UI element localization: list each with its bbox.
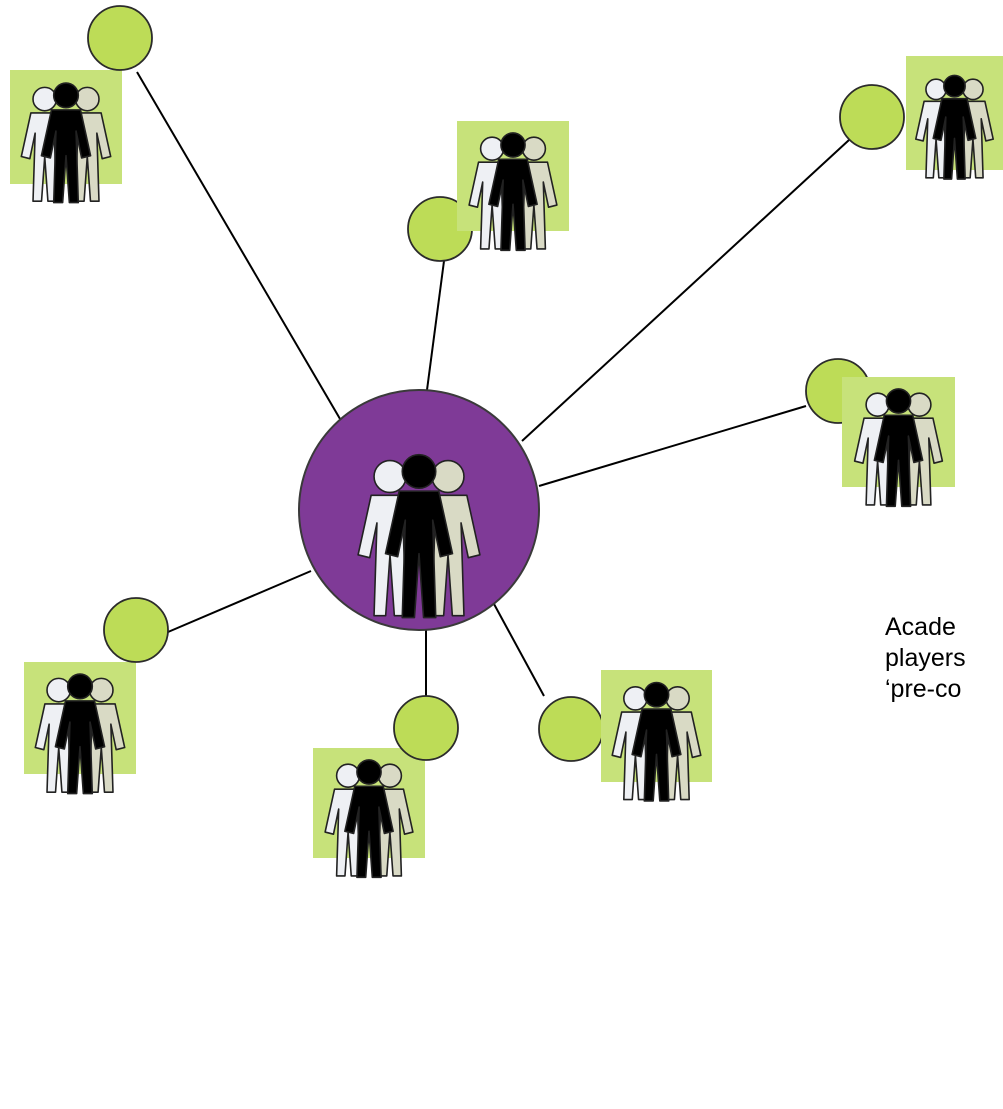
- node-top-center: [407, 121, 569, 262]
- person-figure: [488, 132, 538, 252]
- node-top-left: [10, 5, 153, 204]
- node-circle: [393, 695, 459, 761]
- connector-line: [493, 603, 545, 697]
- connector-line: [167, 570, 312, 633]
- person-figure: [54, 673, 106, 795]
- spoke-nodes: [10, 5, 1003, 879]
- person-figure: [40, 82, 92, 204]
- connector-line: [538, 405, 807, 487]
- people-group-icon: [20, 82, 112, 204]
- person-figure: [344, 759, 394, 879]
- connector-line: [521, 139, 850, 442]
- people-group-icon: [468, 132, 558, 252]
- person-figure: [932, 74, 977, 180]
- people-group-icon: [34, 673, 126, 795]
- people-group-icon: [357, 453, 481, 619]
- people-group-icon: [324, 759, 414, 879]
- person-figure: [384, 453, 454, 619]
- person-figure: [873, 388, 924, 508]
- node-bottom-right: [538, 670, 712, 802]
- connector-lines: [136, 71, 850, 698]
- node-circle: [538, 696, 604, 762]
- people-group-icon: [853, 388, 944, 508]
- caption-line-1: Acade: [885, 613, 956, 641]
- node-circle: [839, 84, 905, 150]
- node-top-right: [839, 56, 1003, 180]
- connector-line: [426, 260, 445, 391]
- caption-line-2: players: [885, 644, 966, 672]
- caption-line-3: ‘pre-co: [885, 675, 962, 703]
- people-group-icon: [611, 681, 702, 802]
- node-circle: [87, 5, 153, 71]
- people-group-icon: [914, 74, 995, 180]
- node-bottom: [313, 695, 459, 879]
- node-circle: [103, 597, 169, 663]
- person-figure: [631, 681, 682, 802]
- caption-text: Acade players ‘pre-co: [885, 612, 966, 705]
- connector-line: [136, 71, 344, 425]
- node-right: [805, 358, 955, 508]
- hub-node: [298, 389, 540, 631]
- node-left: [24, 597, 169, 795]
